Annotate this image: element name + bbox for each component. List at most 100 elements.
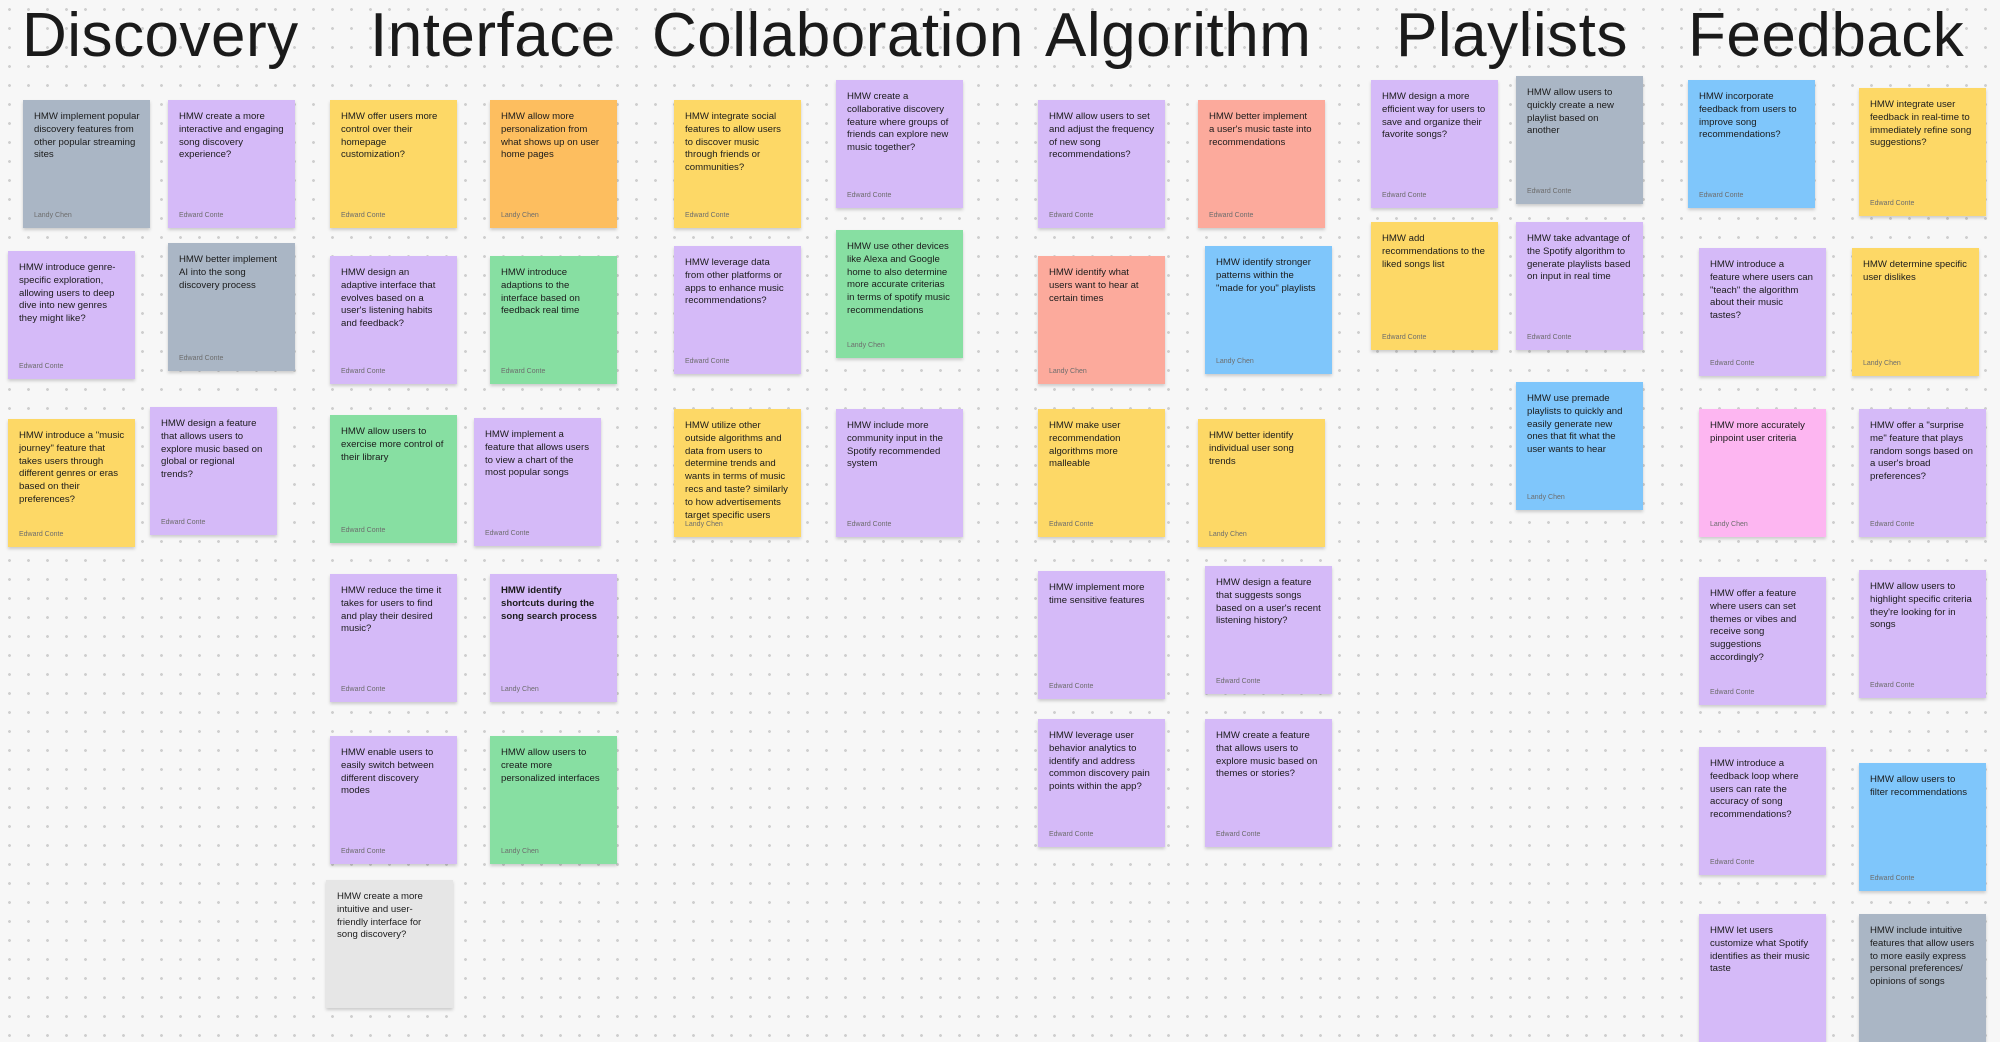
- sticky-note[interactable]: HMW offer users more control over their …: [330, 100, 457, 228]
- sticky-note-text: HMW design a feature that suggests songs…: [1216, 577, 1321, 627]
- sticky-note-text: HMW allow users to quickly create a new …: [1527, 87, 1614, 137]
- sticky-note[interactable]: HMW better implement a user's music tast…: [1198, 100, 1325, 228]
- sticky-note[interactable]: HMW allow users to exercise more control…: [330, 415, 457, 543]
- sticky-note[interactable]: HMW add recommendations to the liked son…: [1371, 222, 1498, 350]
- sticky-note-text: HMW offer a feature where users can set …: [1710, 588, 1797, 663]
- sticky-note[interactable]: HMW make user recommendation algorithms …: [1038, 409, 1165, 537]
- sticky-note-text: HMW allow users to create more personali…: [501, 747, 600, 784]
- sticky-note-text: HMW enable users to easily switch betwee…: [341, 747, 434, 797]
- sticky-note[interactable]: HMW implement popular discovery features…: [23, 100, 150, 228]
- sticky-note[interactable]: HMW take advantage of the Spotify algori…: [1516, 222, 1643, 350]
- sticky-note[interactable]: HMW incorporate feedback from users to i…: [1688, 80, 1815, 208]
- sticky-note[interactable]: HMW let users customize what Spotify ide…: [1699, 914, 1826, 1042]
- sticky-note[interactable]: HMW create a feature that allows users t…: [1205, 719, 1332, 847]
- sticky-note[interactable]: HMW design a feature that allows users t…: [150, 407, 277, 535]
- sticky-note-text: HMW better implement AI into the song di…: [179, 254, 278, 291]
- sticky-note-text: HMW introduce a feedback loop where user…: [1710, 758, 1799, 821]
- sticky-note-author: Edward Conte: [485, 530, 530, 537]
- sticky-note-author: Edward Conte: [847, 192, 892, 199]
- sticky-note[interactable]: HMW offer a "surprise me" feature that p…: [1859, 409, 1986, 537]
- sticky-note-author: Landy Chen: [847, 342, 885, 349]
- sticky-note[interactable]: HMW use premade playlists to quickly and…: [1516, 382, 1643, 510]
- sticky-note-text: HMW make user recommendation algorithms …: [1049, 420, 1121, 470]
- sticky-note[interactable]: HMW introduce a feature where users can …: [1699, 248, 1826, 376]
- sticky-note-author: Edward Conte: [341, 368, 386, 375]
- sticky-note[interactable]: HMW create a collaborative discovery fea…: [836, 80, 963, 208]
- sticky-note[interactable]: HMW enable users to easily switch betwee…: [330, 736, 457, 864]
- sticky-note[interactable]: HMW allow more personalization from what…: [490, 100, 617, 228]
- sticky-note-author: Edward Conte: [1870, 200, 1915, 207]
- sticky-note[interactable]: HMW create a more intuitive and user-fri…: [326, 880, 453, 1008]
- sticky-note-author: Edward Conte: [1382, 334, 1427, 341]
- sticky-note-text: HMW add recommendations to the liked son…: [1382, 233, 1485, 270]
- sticky-note[interactable]: HMW introduce a feedback loop where user…: [1699, 747, 1826, 875]
- sticky-note-text: HMW implement more time sensitive featur…: [1049, 582, 1145, 606]
- sticky-note[interactable]: HMW identify shortcuts during the song s…: [490, 574, 617, 702]
- sticky-note[interactable]: HMW identify stronger patterns within th…: [1205, 246, 1332, 374]
- sticky-note-author: Landy Chen: [1216, 358, 1254, 365]
- sticky-note-text: HMW integrate social features to allow u…: [685, 111, 781, 174]
- sticky-note[interactable]: HMW introduce genre-specific exploration…: [8, 251, 135, 379]
- sticky-note-author: Edward Conte: [685, 358, 730, 365]
- sticky-note[interactable]: HMW design an adaptive interface that ev…: [330, 256, 457, 384]
- sticky-note[interactable]: HMW allow users to set and adjust the fr…: [1038, 100, 1165, 228]
- sticky-note-author: Edward Conte: [847, 521, 892, 528]
- sticky-note[interactable]: HMW reduce the time it takes for users t…: [330, 574, 457, 702]
- sticky-note[interactable]: HMW create a more interactive and engagi…: [168, 100, 295, 228]
- sticky-note[interactable]: HMW more accurately pinpoint user criter…: [1699, 409, 1826, 537]
- sticky-note[interactable]: HMW allow users to create more personali…: [490, 736, 617, 864]
- sticky-note-text: HMW incorporate feedback from users to i…: [1699, 91, 1797, 141]
- sticky-note-text: HMW identify shortcuts during the song s…: [501, 585, 597, 622]
- sticky-note-author: Landy Chen: [501, 686, 539, 693]
- sticky-note-author: Landy Chen: [34, 212, 72, 219]
- sticky-note-author: Edward Conte: [1209, 212, 1254, 219]
- sticky-note[interactable]: HMW offer a feature where users can set …: [1699, 577, 1826, 705]
- sticky-note-author: Landy Chen: [501, 848, 539, 855]
- sticky-note-author: Landy Chen: [1527, 494, 1565, 501]
- sticky-note[interactable]: HMW include more community input in the …: [836, 409, 963, 537]
- sticky-note[interactable]: HMW allow users to highlight specific cr…: [1859, 570, 1986, 698]
- sticky-note-text: HMW introduce adaptions to the interface…: [501, 267, 580, 317]
- sticky-note[interactable]: HMW integrate social features to allow u…: [674, 100, 801, 228]
- sticky-note-author: Edward Conte: [341, 212, 386, 219]
- column-title-interface: Interface: [370, 1, 616, 70]
- sticky-note-text: HMW offer a "surprise me" feature that p…: [1870, 420, 1973, 483]
- sticky-note-author: Edward Conte: [1870, 521, 1915, 528]
- sticky-note-text: HMW leverage user behavior analytics to …: [1049, 730, 1150, 793]
- sticky-note-text: HMW create a feature that allows users t…: [1216, 730, 1318, 780]
- sticky-note[interactable]: HMW use other devices like Alexa and Goo…: [836, 230, 963, 358]
- sticky-note[interactable]: HMW introduce adaptions to the interface…: [490, 256, 617, 384]
- sticky-note[interactable]: HMW utilize other outside algorithms and…: [674, 409, 801, 537]
- sticky-note-author: Edward Conte: [1710, 859, 1755, 866]
- sticky-note[interactable]: HMW better implement AI into the song di…: [168, 243, 295, 371]
- sticky-note-author: Edward Conte: [1527, 188, 1572, 195]
- sticky-note-text: HMW introduce a "music journey" feature …: [19, 430, 125, 505]
- sticky-note[interactable]: HMW leverage user behavior analytics to …: [1038, 719, 1165, 847]
- sticky-note-text: HMW allow users to filter recommendation…: [1870, 774, 1968, 798]
- sticky-note-author: Edward Conte: [1049, 521, 1094, 528]
- sticky-note[interactable]: HMW design a more efficient way for user…: [1371, 80, 1498, 208]
- sticky-note-author: Landy Chen: [685, 521, 723, 528]
- sticky-note-text: HMW offer users more control over their …: [341, 111, 438, 161]
- sticky-note[interactable]: HMW allow users to filter recommendation…: [1859, 763, 1986, 891]
- sticky-note-text: HMW introduce genre-specific exploration…: [19, 262, 116, 325]
- sticky-note-author: Edward Conte: [1710, 360, 1755, 367]
- sticky-note[interactable]: HMW implement a feature that allows user…: [474, 418, 601, 546]
- sticky-note-author: Edward Conte: [341, 686, 386, 693]
- sticky-note[interactable]: HMW introduce a "music journey" feature …: [8, 419, 135, 547]
- sticky-note-text: HMW design a more efficient way for user…: [1382, 91, 1486, 141]
- sticky-note[interactable]: HMW better identify individual user song…: [1198, 419, 1325, 547]
- sticky-note[interactable]: HMW implement more time sensitive featur…: [1038, 571, 1165, 699]
- sticky-note[interactable]: HMW integrate user feedback in real-time…: [1859, 88, 1986, 216]
- sticky-note-text: HMW implement a feature that allows user…: [485, 429, 589, 479]
- sticky-note-text: HMW use other devices like Alexa and Goo…: [847, 241, 950, 316]
- sticky-note[interactable]: HMW identify what users want to hear at …: [1038, 256, 1165, 384]
- sticky-note[interactable]: HMW design a feature that suggests songs…: [1205, 566, 1332, 694]
- sticky-note-text: HMW create a more intuitive and user-fri…: [337, 891, 423, 941]
- sticky-note-author: Edward Conte: [1049, 683, 1094, 690]
- sticky-note[interactable]: HMW include intuitive features that allo…: [1859, 914, 1986, 1042]
- sticky-note[interactable]: HMW leverage data from other platforms o…: [674, 246, 801, 374]
- sticky-note[interactable]: HMW allow users to quickly create a new …: [1516, 76, 1643, 204]
